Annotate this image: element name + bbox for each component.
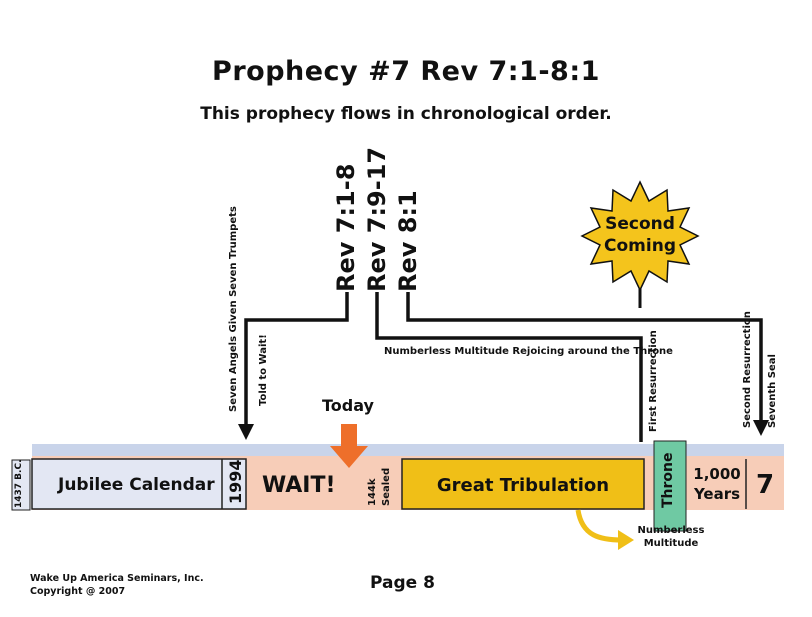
seventh-seal-label: Seventh Seal xyxy=(767,354,778,428)
second-coming-line-2: Coming xyxy=(604,236,676,256)
great-tribulation-label: Great Tribulation xyxy=(436,475,610,496)
page-subtitle: This prophecy flows in chronological ord… xyxy=(200,104,612,124)
today-label: Today xyxy=(322,396,374,415)
year-1994-label: 1994 xyxy=(226,459,245,504)
today-arrow xyxy=(330,424,368,468)
millennium-text: 1,000 Years xyxy=(692,464,742,504)
rev79-connector xyxy=(375,292,643,442)
numberless-multitude-text: Numberless Multitude xyxy=(636,524,706,550)
page-title: Prophecy #7 Rev 7:1-8:1 xyxy=(212,56,600,87)
millennium-line-2: Years xyxy=(693,485,741,503)
jubilee-box xyxy=(31,458,247,510)
second-resurrection-label: Second Resurrection xyxy=(742,311,753,428)
wait-label: WAIT! xyxy=(262,473,336,498)
numberless-multitude-arrow xyxy=(575,509,623,543)
page-number: Page 8 xyxy=(370,573,435,593)
told-to-wait-label: Told to Wait! xyxy=(258,334,269,406)
rev71-label: Rev 7:1-8 xyxy=(332,163,360,292)
rev71-arrowhead xyxy=(238,424,254,440)
sealed-144k-label: 144k xyxy=(367,478,378,506)
throne-label: Throne xyxy=(660,452,676,508)
tribulation-box xyxy=(401,458,645,510)
jubilee-calendar-label: Jubilee Calendar xyxy=(58,475,215,495)
seven-label: 7 xyxy=(755,470,775,500)
numberless-multitude-arrowhead xyxy=(618,530,634,550)
multitude-rejoicing-label: Numberless Multitude Rejoicing around th… xyxy=(384,346,673,357)
sealed-label: Sealed xyxy=(381,467,392,506)
millennium-line-1: 1,000 xyxy=(693,465,741,483)
timeline-top-band xyxy=(32,444,784,458)
numberless-line-1: Numberless xyxy=(637,525,705,536)
footer-credits: Wake Up America Seminars, Inc. Copyright… xyxy=(30,572,204,598)
year-start-label: 1437 B.C. xyxy=(14,459,24,509)
footer-org: Wake Up America Seminars, Inc. xyxy=(30,573,204,584)
numberless-line-2: Multitude xyxy=(643,538,699,549)
footer-copyright: Copyright @ 2007 xyxy=(30,586,126,597)
rev81-arrowhead xyxy=(753,420,769,436)
year-start-box xyxy=(11,459,31,511)
rev81-connector xyxy=(406,292,763,424)
rev79-label: Rev 7:9-17 xyxy=(363,146,391,292)
second-coming-text: Second Coming xyxy=(600,213,680,257)
throne-box xyxy=(653,440,687,532)
rev71-connector xyxy=(244,292,349,428)
second-coming-burst xyxy=(580,180,700,292)
second-coming-line-1: Second xyxy=(605,214,675,234)
rev81-label: Rev 8:1 xyxy=(394,190,422,292)
seven-angels-label: Seven Angels Given Seven Trumpets xyxy=(228,206,239,412)
